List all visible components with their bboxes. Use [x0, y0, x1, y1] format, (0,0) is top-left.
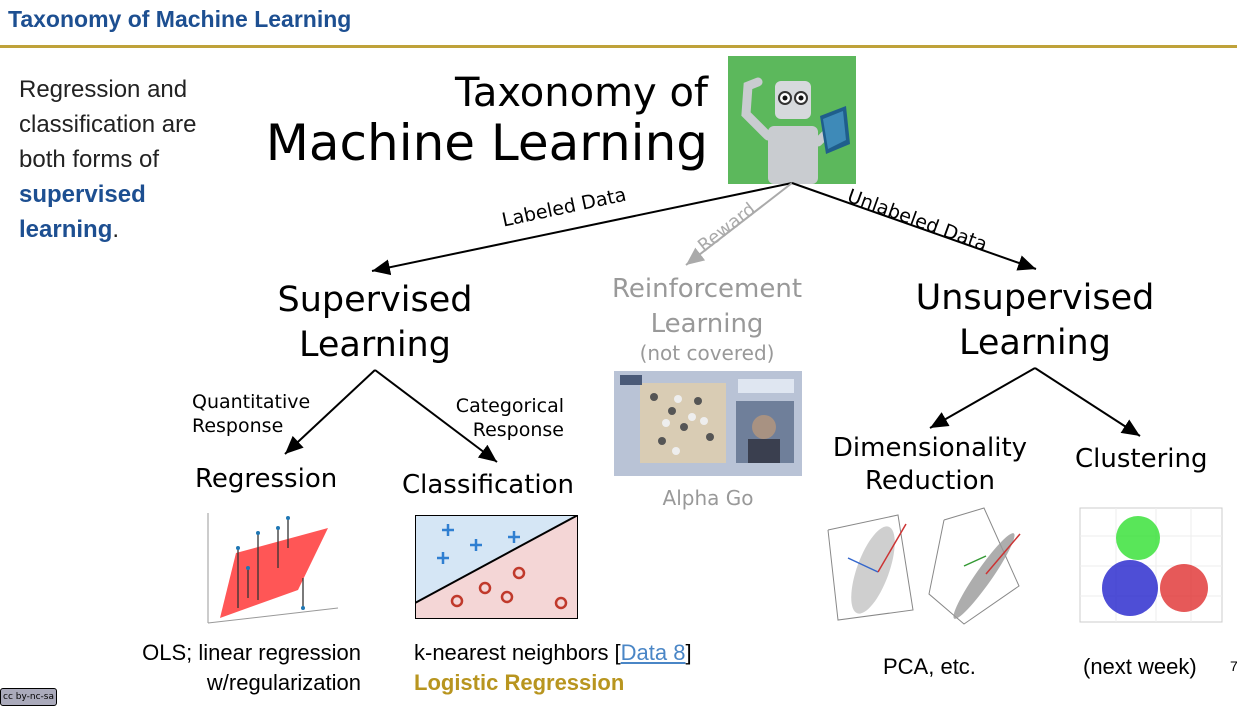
next-week-caption: (next week) [1083, 654, 1197, 679]
node-classification: Classification [402, 470, 575, 500]
title-divider [0, 45, 1237, 48]
side-note-end: . [112, 216, 120, 243]
main-title-line1: Taxonomy of [455, 70, 708, 116]
side-note: Regression and classification are both f… [19, 72, 234, 247]
slide-title: Taxonomy of Machine Learning [8, 6, 352, 32]
pca-plot-1 [827, 514, 914, 621]
classification-plot [415, 515, 578, 619]
arrow-dimred [929, 367, 1036, 429]
logistic-regression-label: Logistic Regression [414, 670, 625, 695]
side-note-highlight: supervised learning [19, 181, 146, 243]
data8-link[interactable]: Data 8 [620, 640, 686, 665]
node-regression: Regression [195, 464, 338, 494]
arrow-clustering [1034, 367, 1141, 437]
node-clustering: Clustering [1075, 444, 1208, 474]
arrow-classification [374, 369, 498, 463]
clustering-plot [1079, 507, 1223, 623]
regression-3d-plot [207, 513, 339, 624]
alphago-image [614, 371, 802, 476]
arrow-labeled [371, 182, 793, 276]
page-number: 7 [1230, 658, 1237, 674]
arrow-regression [284, 369, 376, 455]
main-title-line2: Machine Learning [265, 114, 708, 172]
arrow-unlabeled [791, 182, 1037, 271]
arrow-reward [685, 182, 793, 266]
pca-plot-2 [928, 507, 1021, 625]
robot-reading-image [728, 56, 856, 184]
classification-caption: k-nearest neighbors [Data 8]Logistic Reg… [414, 638, 692, 698]
pca-caption: PCA, etc. [883, 654, 976, 679]
side-note-text: Regression and classification are both f… [19, 76, 197, 173]
license-badge[interactable]: cc by-nc-sa [0, 688, 57, 706]
alphago-caption: Alpha Go [662, 486, 754, 510]
